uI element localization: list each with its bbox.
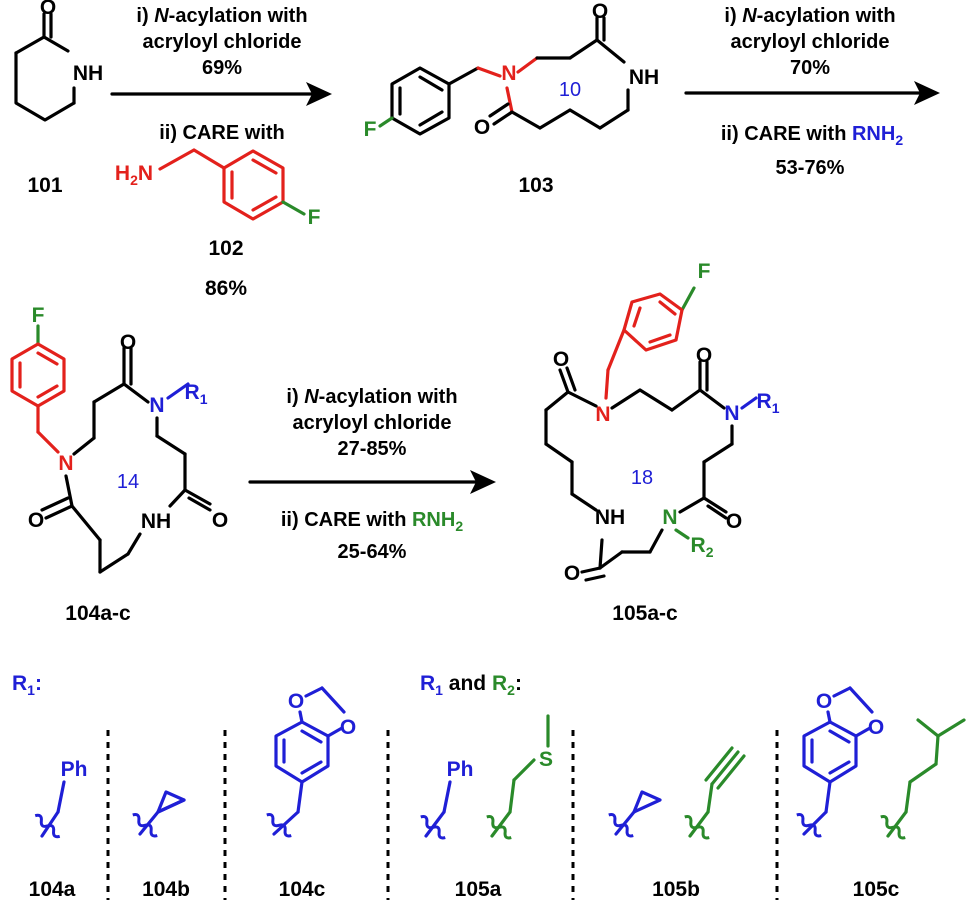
svg-text:N: N bbox=[662, 506, 677, 529]
step2-reagent: acryloyl chloride bbox=[731, 31, 890, 53]
compound-label-105: 105a-c bbox=[612, 602, 678, 625]
step1-yield: 69% bbox=[202, 57, 242, 79]
compound-101-structure: O NH bbox=[14, 0, 103, 122]
svg-text:O: O bbox=[28, 509, 44, 532]
svg-text:O: O bbox=[564, 562, 580, 585]
svg-text:O: O bbox=[288, 690, 304, 713]
substituent-105c: O O bbox=[796, 686, 966, 840]
compound-label-101: 101 bbox=[27, 174, 62, 197]
svg-text:O: O bbox=[120, 331, 136, 354]
svg-text:F: F bbox=[364, 118, 377, 141]
step1-conditions-line1: i) N-acylation with bbox=[136, 5, 307, 27]
svg-text:H2N: H2N bbox=[115, 162, 153, 188]
compound-label-102: 102 bbox=[208, 237, 243, 260]
legend-label-105b: 105b bbox=[652, 878, 700, 901]
substituent-105b bbox=[608, 746, 746, 840]
svg-text:F: F bbox=[32, 304, 45, 327]
svg-text:N: N bbox=[149, 394, 164, 417]
step3-yield-2: 25-64% bbox=[338, 541, 407, 563]
compound-label-103: 103 bbox=[518, 174, 553, 197]
compound-103-structure: F N O NH O 10 bbox=[364, 0, 660, 141]
svg-text:O: O bbox=[212, 509, 228, 532]
legend-label-104b: 104b bbox=[142, 878, 190, 901]
svg-text:N: N bbox=[501, 62, 516, 85]
step3-reagent: acryloyl chloride bbox=[293, 412, 452, 434]
ring-size-104: 14 bbox=[117, 471, 139, 493]
ring-size-105: 18 bbox=[631, 467, 653, 489]
legend-r1-r2-heading: R1 and R2: bbox=[420, 672, 522, 698]
svg-text:R1: R1 bbox=[757, 390, 780, 416]
compound-102-yield: 86% bbox=[205, 277, 247, 300]
atom-nh: NH bbox=[73, 62, 103, 85]
svg-text:Ph: Ph bbox=[61, 758, 88, 781]
legend-r1-heading: R1: bbox=[12, 672, 42, 698]
svg-text:O: O bbox=[868, 716, 884, 739]
atom-oxygen: O bbox=[40, 0, 56, 19]
compound-105-structure: F N O N R1 O N R2 O NH bbox=[544, 260, 780, 585]
legend-label-104c: 104c bbox=[279, 878, 326, 901]
compound-104-structure: F N O N R1 O NH O 14 bbox=[10, 304, 228, 574]
svg-text:O: O bbox=[816, 690, 832, 713]
step3-conditions-line1: i) N-acylation with bbox=[286, 386, 457, 408]
ring-size-103: 10 bbox=[559, 79, 581, 101]
substituent-105a: Ph S bbox=[420, 714, 553, 840]
compound-label-104: 104a-c bbox=[65, 602, 131, 625]
arrow-head-2 bbox=[914, 81, 940, 105]
legend-label-104a: 104a bbox=[29, 878, 76, 901]
svg-text:O: O bbox=[592, 0, 608, 23]
legend-label-105c: 105c bbox=[853, 878, 900, 901]
svg-text:O: O bbox=[726, 510, 742, 533]
svg-text:O: O bbox=[696, 344, 712, 367]
arrow-head-1 bbox=[306, 82, 332, 106]
svg-text:NH: NH bbox=[595, 506, 625, 529]
svg-text:N: N bbox=[724, 402, 739, 425]
svg-text:NH: NH bbox=[141, 510, 171, 533]
step3-conditions-line2: ii) CARE with RNH2 bbox=[281, 509, 463, 534]
compound-102-structure: H2N F bbox=[115, 148, 321, 229]
svg-text:O: O bbox=[474, 116, 490, 139]
svg-text:N: N bbox=[58, 452, 73, 475]
substituent-104a: Ph bbox=[34, 758, 88, 839]
substituent-104c: O O bbox=[266, 686, 356, 838]
step2-yield: 70% bbox=[790, 57, 830, 79]
step1-reagent: acryloyl chloride bbox=[143, 31, 302, 53]
arrow-head-3 bbox=[470, 470, 496, 494]
step3-yield: 27-85% bbox=[338, 438, 407, 460]
step2-yield-2: 53-76% bbox=[776, 157, 845, 179]
svg-text:R2: R2 bbox=[691, 534, 714, 560]
svg-text:F: F bbox=[698, 260, 711, 283]
atom-fluorine: F bbox=[308, 206, 321, 229]
svg-text:R1: R1 bbox=[185, 381, 208, 407]
svg-text:NH: NH bbox=[629, 66, 659, 89]
step2-conditions-line1: i) N-acylation with bbox=[724, 5, 895, 27]
svg-text:Ph: Ph bbox=[447, 758, 474, 781]
legend-label-105a: 105a bbox=[455, 878, 502, 901]
svg-text:S: S bbox=[539, 748, 553, 771]
step2-conditions-line2: ii) CARE with RNH2 bbox=[721, 123, 903, 148]
substituent-104b bbox=[132, 790, 186, 838]
svg-text:O: O bbox=[553, 348, 569, 371]
svg-text:N: N bbox=[595, 403, 610, 426]
svg-text:O: O bbox=[340, 716, 356, 739]
step1-conditions-line2: ii) CARE with bbox=[159, 122, 285, 144]
